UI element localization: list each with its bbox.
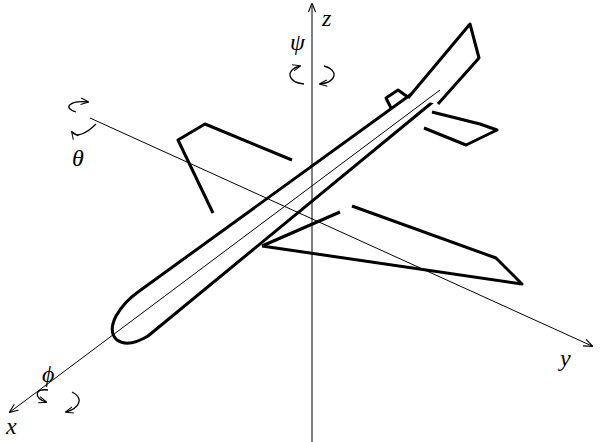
- axis-label: x: [6, 414, 17, 438]
- y-axis: [90, 118, 592, 346]
- angle-label: ϕ: [42, 362, 54, 386]
- psi-arrow: [290, 66, 304, 84]
- near-stabilizer: [424, 112, 497, 145]
- z-axis: [312, 4, 313, 442]
- angle-label: θ: [72, 146, 84, 170]
- vertical-fin: [408, 24, 479, 104]
- axis-label: y: [560, 346, 571, 370]
- x-axis: [10, 90, 440, 412]
- psi-arrow: [320, 66, 334, 84]
- axis-label: z: [322, 6, 331, 30]
- near-wing: [262, 206, 522, 284]
- theta-arrow: [69, 102, 88, 112]
- phi-arrow: [66, 392, 79, 412]
- angle-label: ψ: [290, 30, 305, 54]
- phi-arrow: [37, 390, 48, 402]
- theta-arrow: [72, 124, 96, 135]
